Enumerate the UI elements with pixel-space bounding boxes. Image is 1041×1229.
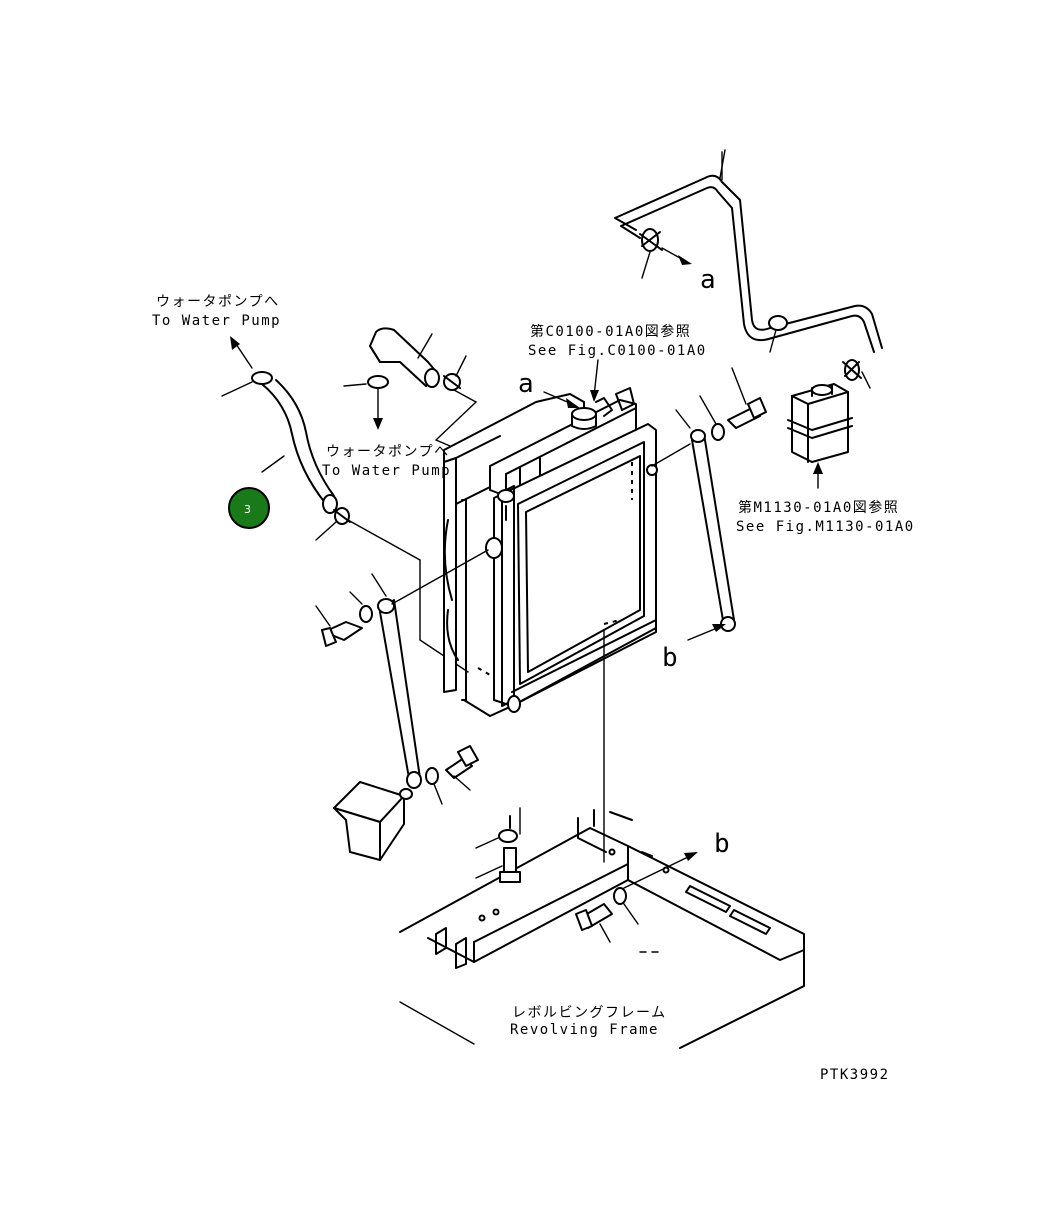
- ref-letter-b-rod: b: [662, 643, 678, 673]
- part-callout-3[interactable]: 3: [228, 487, 270, 529]
- pipe-clamp-arrow: [343, 375, 389, 430]
- stay-rod-left: [371, 549, 489, 789]
- ref-letter-b-frame: b: [714, 829, 730, 859]
- label-jp: レボルビングフレーム: [512, 1005, 667, 1021]
- ref-letter-a-cap: a: [518, 369, 534, 399]
- label-en: See Fig.M1130-01A0: [736, 519, 915, 535]
- lower-hose-clamp: [315, 507, 469, 673]
- label-en: To Water Pump: [322, 463, 451, 479]
- lower-hose: [221, 336, 338, 514]
- label-en: See Fig.C0100-01A0: [528, 343, 707, 359]
- see-fig-c-leader: [590, 359, 599, 402]
- tube-clamp-middle: [768, 315, 788, 353]
- label-to-water-pump-top: ウォータポンプへ To Water Pump: [152, 294, 281, 329]
- label-see-fig-c: 第C0100-01A0図参照 See Fig.C0100-01A0: [528, 323, 707, 359]
- ref-arrow-b-upper: [687, 624, 726, 641]
- mounting-bracket: [333, 781, 413, 861]
- callout-number[interactable]: 3: [244, 503, 251, 516]
- frame-bolt-left: [475, 829, 521, 883]
- label-jp: ウォータポンプへ: [156, 294, 280, 310]
- label-jp: 第M1130-01A0図参照: [738, 499, 899, 516]
- bolt-left-lower: [425, 745, 479, 805]
- ref-arrow-a-upper: [543, 391, 580, 408]
- bolt-right-upper: [699, 367, 767, 441]
- label-en: Revolving Frame: [510, 1022, 659, 1038]
- radiator: [443, 387, 658, 717]
- label-revolving-frame: レボルビングフレーム Revolving Frame: [510, 1005, 667, 1038]
- overflow-tube: [614, 149, 883, 353]
- label-jp: ウォータポンプへ: [326, 444, 450, 460]
- frame-bolt-right: [575, 852, 698, 953]
- stay-rod-right: [651, 409, 736, 632]
- label-en: To Water Pump: [152, 313, 281, 329]
- label-jp: 第C0100-01A0図参照: [530, 323, 691, 340]
- upper-pipe: [369, 327, 440, 388]
- tube-clip-lower: [842, 359, 871, 389]
- label-see-fig-m: 第M1130-01A0図参照 See Fig.M1130-01A0: [736, 499, 915, 535]
- callout-circle[interactable]: [228, 487, 270, 529]
- label-to-water-pump-mid: ウォータポンプへ To Water Pump: [322, 444, 451, 479]
- tube-clip-upper: [639, 228, 692, 279]
- drawing-code: PTK3992: [820, 1067, 890, 1083]
- revolving-frame: [399, 629, 805, 1049]
- ref-letter-a-tube: a: [700, 265, 716, 295]
- reserve-tank: [787, 383, 853, 489]
- bolt-left-upper: [315, 591, 373, 647]
